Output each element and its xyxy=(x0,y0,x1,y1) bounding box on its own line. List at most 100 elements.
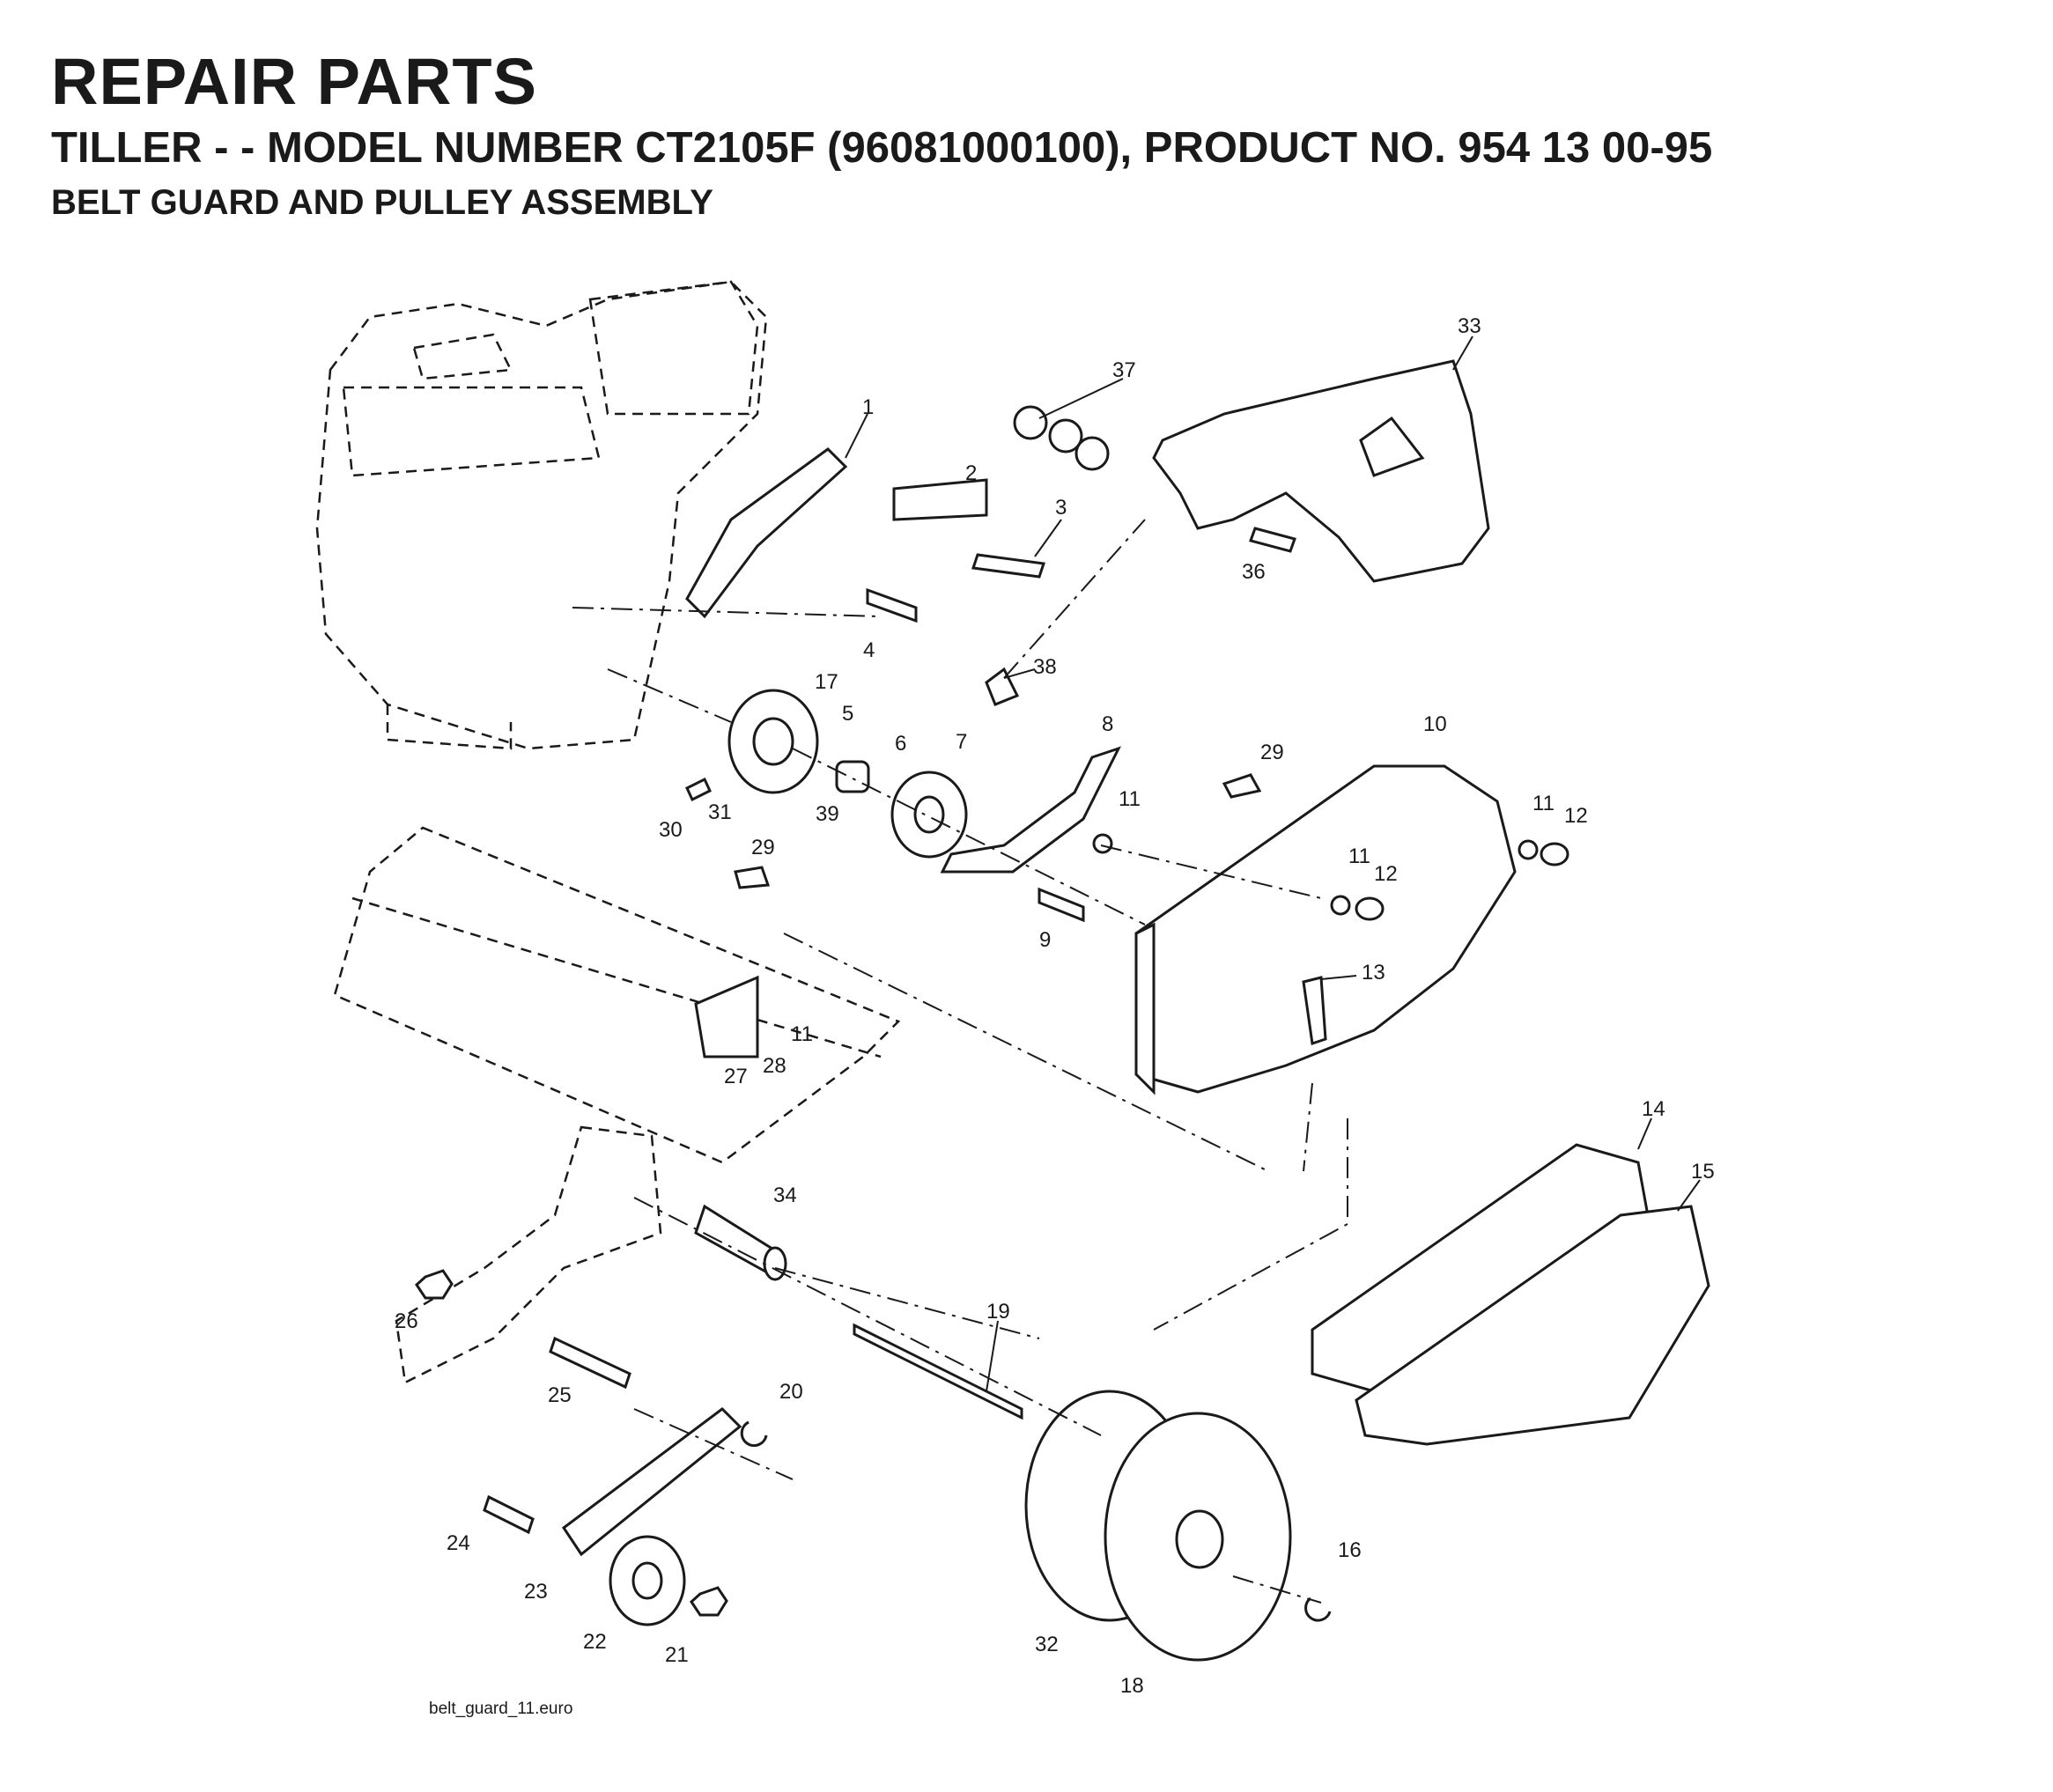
key-30-part xyxy=(685,777,712,802)
shaft-part xyxy=(853,1323,1023,1420)
callout-28: 28 xyxy=(763,1054,786,1078)
washer-11b-part xyxy=(1330,895,1351,916)
callout-39: 39 xyxy=(816,802,839,826)
callout-31: 31 xyxy=(708,800,732,824)
section-title: BELT GUARD AND PULLEY ASSEMBLY xyxy=(51,183,713,222)
spacer-tube-end xyxy=(763,1246,787,1281)
guard-plate-edge xyxy=(1134,922,1156,1095)
leader-13 xyxy=(1320,975,1357,980)
callout-29b: 29 xyxy=(751,836,775,859)
hardware-group xyxy=(415,405,1569,1622)
leader-37 xyxy=(1038,378,1124,419)
leader-1 xyxy=(845,413,868,459)
callout-11b: 11 xyxy=(1119,787,1141,811)
assembly-lead-lines xyxy=(572,519,1348,1604)
callout-1: 1 xyxy=(862,395,874,419)
belt-guard-window xyxy=(1359,416,1425,477)
callout-15: 15 xyxy=(1691,1160,1715,1184)
callout-11c: 11 xyxy=(1348,844,1370,868)
spacer-part xyxy=(835,760,870,793)
guard-plate-part xyxy=(1134,764,1517,1094)
callout-12a: 12 xyxy=(1564,804,1588,828)
callout-34: 34 xyxy=(773,1184,797,1207)
leader-14 xyxy=(1637,1117,1652,1150)
callout-22: 22 xyxy=(583,1630,607,1654)
leader-38 xyxy=(1003,668,1036,679)
clip-16-part xyxy=(1304,1597,1332,1622)
callout-leaders xyxy=(845,336,1701,1392)
bolt-24-part xyxy=(483,1494,535,1535)
washer-11-part xyxy=(1092,833,1113,854)
callout-4: 4 xyxy=(863,638,875,662)
callout-24: 24 xyxy=(447,1531,470,1555)
callout-6: 6 xyxy=(895,732,906,756)
tine-shield-outline xyxy=(333,826,901,1164)
callout-29a: 29 xyxy=(1260,741,1284,764)
idler-arm-part xyxy=(940,746,1121,874)
callout-18: 18 xyxy=(1120,1674,1144,1698)
callout-labels: 33 37 1 2 3 36 4 38 17 5 6 7 8 29 10 11 … xyxy=(395,314,1715,1698)
leader-19 xyxy=(986,1320,999,1392)
clip-29a-part xyxy=(1222,773,1262,799)
callout-20: 20 xyxy=(779,1380,803,1404)
callout-25: 25 xyxy=(548,1383,572,1407)
callout-27: 27 xyxy=(724,1065,748,1088)
washer-37c xyxy=(1075,436,1110,471)
pin-25-part xyxy=(549,1336,631,1390)
callout-33: 33 xyxy=(1458,314,1481,338)
bolt-13-part xyxy=(1302,976,1327,1045)
drawing-filename: belt_guard_11.euro xyxy=(429,1700,573,1718)
callout-5: 5 xyxy=(842,702,853,726)
callout-21: 21 xyxy=(665,1643,689,1667)
nut-12b-part xyxy=(1540,842,1569,867)
callout-37: 37 xyxy=(1112,358,1136,382)
mount-27-part xyxy=(694,975,759,1058)
bolt-3-part xyxy=(971,553,1045,579)
large-pulley-hub xyxy=(1175,1509,1224,1569)
nut-12-part xyxy=(1355,896,1385,921)
callout-32: 32 xyxy=(1035,1633,1059,1656)
callout-3: 3 xyxy=(1055,496,1067,520)
callout-14: 14 xyxy=(1642,1097,1665,1121)
bracket-2-part xyxy=(892,478,988,521)
clip-20-part xyxy=(740,1420,768,1447)
nut-26-part xyxy=(415,1269,454,1300)
belt-guard-part xyxy=(1152,359,1490,583)
callout-2: 2 xyxy=(965,461,977,485)
page-title: REPAIR PARTS xyxy=(51,45,537,118)
callout-26: 26 xyxy=(395,1309,418,1333)
leader-15 xyxy=(1677,1179,1701,1212)
spacer-tube-part xyxy=(694,1204,777,1279)
bracket-part xyxy=(685,447,848,619)
callout-7: 7 xyxy=(956,730,967,754)
callout-10: 10 xyxy=(1423,712,1447,736)
nut-21-part xyxy=(690,1586,728,1617)
frame-bracket-outline xyxy=(395,1125,662,1384)
callout-12b: 12 xyxy=(1374,862,1398,886)
callout-9: 9 xyxy=(1039,928,1051,952)
engine-outline xyxy=(315,280,768,750)
leader-33 xyxy=(1452,336,1473,371)
callout-8: 8 xyxy=(1102,712,1113,736)
leader-3 xyxy=(1034,519,1062,557)
bolt-4-part xyxy=(866,587,918,623)
callout-36: 36 xyxy=(1242,560,1266,584)
callout-38: 38 xyxy=(1033,655,1057,679)
lower-idler-arm xyxy=(561,1407,742,1557)
callout-23: 23 xyxy=(524,1580,548,1604)
model-subtitle: TILLER - - MODEL NUMBER CT2105F (9608100… xyxy=(51,124,1713,172)
clip-29b-part xyxy=(734,866,771,889)
callout-19: 19 xyxy=(986,1300,1010,1324)
bolt-9-part xyxy=(1038,887,1085,923)
belt-inner-part xyxy=(1355,1205,1710,1446)
engine-pulley-hub xyxy=(752,717,794,766)
callout-30: 30 xyxy=(659,818,683,842)
callout-13: 13 xyxy=(1362,961,1385,984)
callout-17: 17 xyxy=(815,670,838,694)
washer-11c-part xyxy=(1518,839,1539,860)
washer-37b xyxy=(1048,418,1083,454)
callout-11a: 11 xyxy=(1532,792,1555,815)
callout-11d: 11 xyxy=(791,1022,813,1046)
spring-38-part xyxy=(985,667,1020,706)
